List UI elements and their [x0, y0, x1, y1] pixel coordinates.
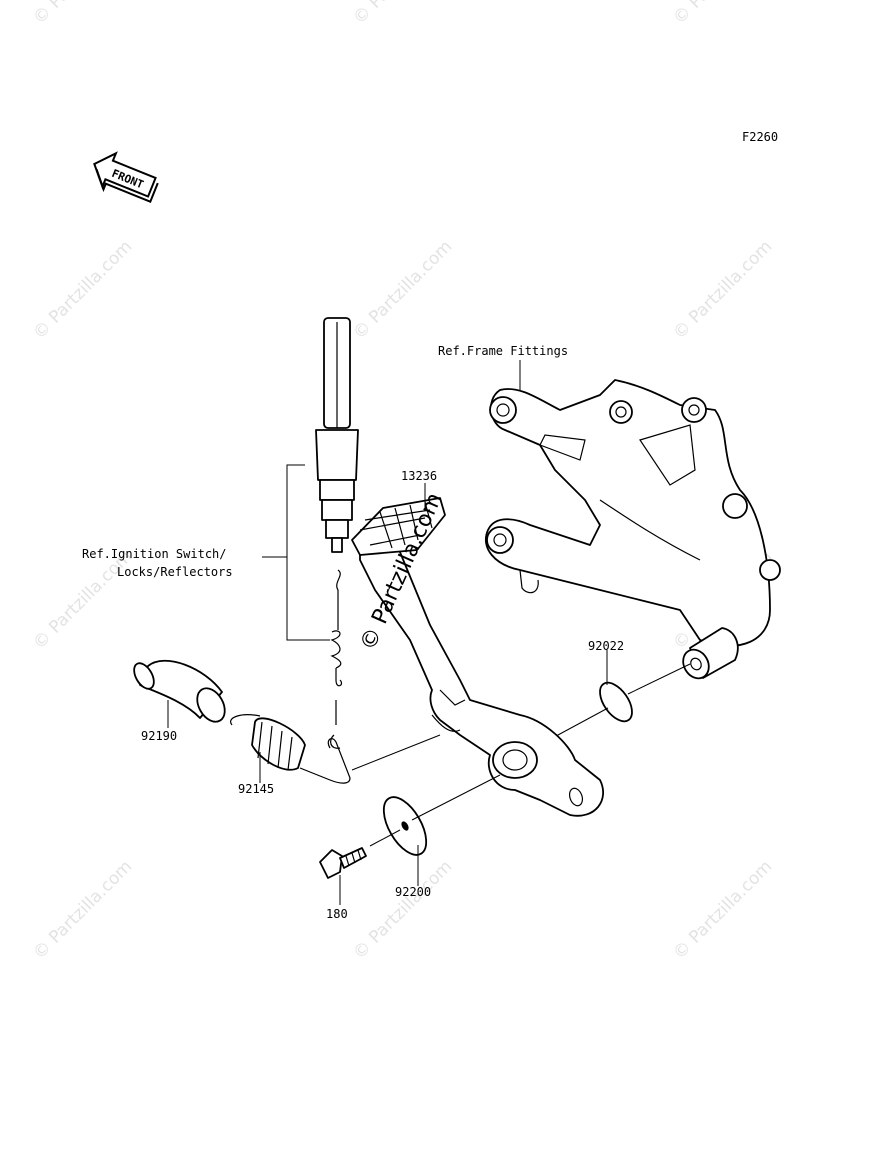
watermark: © Partzilla.com: [29, 547, 136, 654]
ref-bracket-line: [286, 464, 330, 641]
label-part-92022: 92022: [588, 639, 624, 653]
washer-small: [599, 681, 633, 723]
label-part-92190: 92190: [141, 729, 177, 743]
watermark: © Partzilla.com: [349, 237, 456, 344]
front-arrow-icon: FRONT: [93, 151, 159, 204]
label-part-180: 180: [326, 907, 348, 921]
label-ignition-ref-2: Locks/Reflectors: [117, 565, 233, 579]
assembly-line: [369, 829, 401, 847]
watermark: © Partzilla.com: [29, 237, 136, 344]
switch-spring: [330, 569, 343, 749]
watermark: © Partzilla.com: [669, 0, 776, 29]
watermark: © Partzilla.com: [669, 237, 776, 344]
watermark: © Partzilla.com: [349, 0, 456, 29]
watermark: © Partzilla.com: [349, 857, 456, 964]
watermark: © Partzilla.com: [29, 857, 136, 964]
assembly-line: [627, 663, 691, 695]
label-part-92145: 92145: [238, 782, 274, 796]
watermark: © Partzilla.com: [669, 857, 776, 964]
return-spring: [230, 714, 351, 784]
pivot-collar: [682, 627, 739, 680]
assembly-line: [351, 734, 441, 771]
pivot-bolt: [319, 847, 367, 879]
brake-pedal: [351, 497, 605, 817]
frame-fitting-bracket: [485, 379, 781, 647]
label-part-13236: 13236: [401, 469, 437, 483]
brake-light-switch: [315, 317, 359, 553]
label-ignition-ref-1: Ref.Ignition Switch/: [82, 547, 227, 561]
label-frame-fittings: Ref.Frame Fittings: [438, 344, 568, 358]
watermark: © Partzilla.com: [29, 0, 136, 29]
label-part-92200: 92200: [395, 885, 431, 899]
assembly-line: [411, 774, 501, 821]
figure-code: F2260: [742, 130, 778, 144]
pivot-sleeve: [133, 660, 226, 723]
washer-large: [382, 796, 428, 856]
